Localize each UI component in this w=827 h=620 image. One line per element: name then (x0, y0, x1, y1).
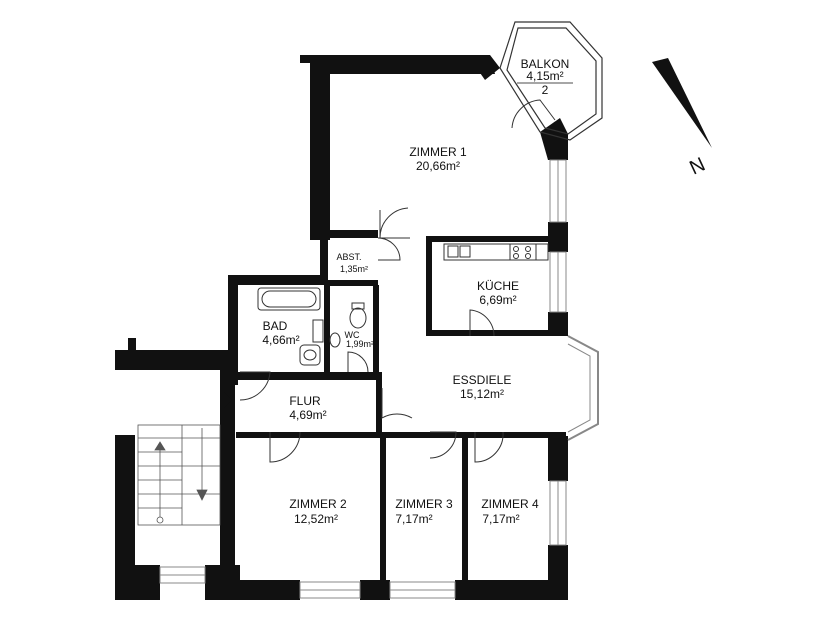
wall-east-lower (548, 436, 568, 481)
label-balkon-area: 4,15m² (526, 69, 563, 83)
label-kueche-name: KÜCHE (477, 279, 519, 293)
compass: N (652, 58, 712, 180)
label-abst-area: 1,35m² (340, 264, 368, 274)
doors (224, 99, 556, 463)
door-flur-essdiele (381, 388, 413, 419)
stair-outline (137, 424, 221, 526)
wall-kitchen-north (426, 236, 550, 242)
wall-zimmer1-north (310, 55, 495, 240)
washer-icon (312, 319, 324, 343)
wall-abst-north (320, 230, 378, 238)
label-wc-area: 1,99m² (346, 339, 374, 349)
door-zimmer1 (379, 207, 410, 239)
fixtures (257, 243, 549, 366)
door-zimmer3 (429, 431, 457, 459)
sink-bad-icon (299, 344, 321, 366)
north-arrow-icon (652, 58, 712, 148)
sink-wc-icon (329, 332, 341, 348)
door-balkon (511, 99, 556, 129)
label-essdiele-area: 15,12m² (460, 387, 504, 401)
wall-flur-east (376, 372, 382, 432)
label-zimmer1-area: 20,66m² (416, 159, 460, 173)
wall-east-mid (548, 222, 568, 252)
label-zimmer2-name: ZIMMER 2 (289, 497, 347, 511)
wall-stair-west (115, 435, 135, 570)
windows (159, 159, 599, 599)
label-flur-name: FLUR (289, 394, 321, 408)
wall-abst-west (320, 230, 328, 285)
label-zimmer1-name: ZIMMER 1 (409, 145, 467, 159)
door-zimmer4 (474, 431, 504, 463)
wall-bottom-2 (360, 580, 390, 600)
door-wc (347, 351, 369, 373)
kitchen-stove-icon (509, 243, 537, 261)
entrance-arrow-icon (224, 392, 232, 408)
toilet-icon (349, 307, 367, 329)
bathtub-icon (257, 287, 321, 311)
wall-zimmer2-3 (380, 436, 386, 582)
wall-flur-north (235, 372, 380, 380)
label-zimmer2-area: 12,52m² (294, 512, 338, 526)
door-zimmer2 (269, 431, 301, 463)
wall-zimmer3-4 (462, 436, 468, 582)
label-zimmer4-name: ZIMMER 4 (481, 497, 539, 511)
wall-bad-wc (324, 285, 330, 375)
door-bad (239, 371, 271, 401)
wall-stair-bottom-left (115, 565, 160, 600)
balcony (499, 21, 603, 141)
wall-wc-north (328, 280, 378, 286)
label-bad-area: 4,66m² (262, 333, 299, 347)
wall-bad-north (228, 275, 328, 285)
wall-stair-stub (128, 338, 136, 352)
label-balkon-note: 2 (542, 83, 549, 97)
wall-stair-north (115, 350, 235, 370)
label-bad-name: BAD (263, 319, 288, 333)
label-zimmer3-area: 7,17m² (395, 512, 432, 526)
room-labels: BALKON 4,15m² 2 ZIMMER 1 20,66m² ABST. 1… (262, 57, 573, 526)
wall-bottom-3 (455, 580, 568, 600)
label-balkon-name: BALKON (521, 57, 570, 71)
compass-label: N (686, 154, 708, 180)
wall-stub-north (300, 55, 314, 63)
wall-stair-east (220, 370, 235, 585)
walls (115, 55, 568, 600)
label-essdiele-name: ESSDIELE (453, 373, 512, 387)
kitchen-sink-icon (447, 245, 459, 258)
label-flur-area: 4,69m² (289, 408, 326, 422)
wall-east-kitchen (548, 312, 568, 336)
label-abst-name: ABST. (336, 252, 361, 262)
stair-start-mark (156, 516, 164, 524)
staircase (137, 424, 221, 526)
label-zimmer4-area: 7,17m² (482, 512, 519, 526)
wall-kitchen-west (426, 236, 432, 336)
door-abst (377, 237, 401, 261)
wall-kitchen-south (426, 330, 548, 336)
window-bay-essdiele (567, 335, 599, 441)
label-kueche-area: 6,69m² (479, 293, 516, 307)
wall-diagonal-balcony (478, 55, 500, 80)
door-kueche (469, 309, 495, 337)
kitchen-counter-icon (443, 243, 549, 261)
wall-wc-east (373, 285, 379, 375)
balcony-outline (499, 21, 603, 141)
wall-bad-west (228, 275, 238, 385)
label-wc-name: WC (345, 330, 360, 340)
wall-rooms-north (236, 432, 566, 438)
wall-east-upper (540, 118, 568, 160)
label-zimmer3-name: ZIMMER 3 (395, 497, 453, 511)
